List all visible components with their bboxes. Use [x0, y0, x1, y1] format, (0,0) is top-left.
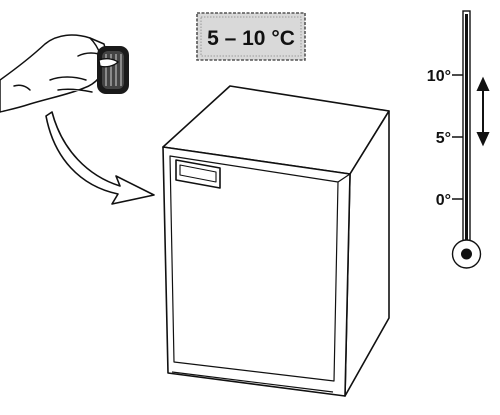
temperature-range-box: 5 – 10 °C	[196, 12, 306, 61]
thermometer-ticks: 10° 5° 0°	[427, 68, 463, 209]
thermometer-tick-label: 10°	[427, 68, 451, 85]
door-handle	[175, 159, 221, 189]
thermometer-icon	[451, 10, 482, 269]
curved-arrow-icon	[45, 111, 155, 205]
refrigerator-door	[169, 155, 339, 382]
thermostat-dial-icon	[97, 46, 129, 94]
thermometer-tick-label: 5°	[436, 130, 451, 147]
double-arrow-icon	[476, 76, 490, 147]
thermometer-tick-label: 0°	[436, 192, 451, 209]
hand-holding-dial-icon	[0, 34, 109, 113]
temperature-range-label: 5 – 10 °C	[207, 27, 295, 50]
refrigerator-icon	[162, 85, 390, 397]
